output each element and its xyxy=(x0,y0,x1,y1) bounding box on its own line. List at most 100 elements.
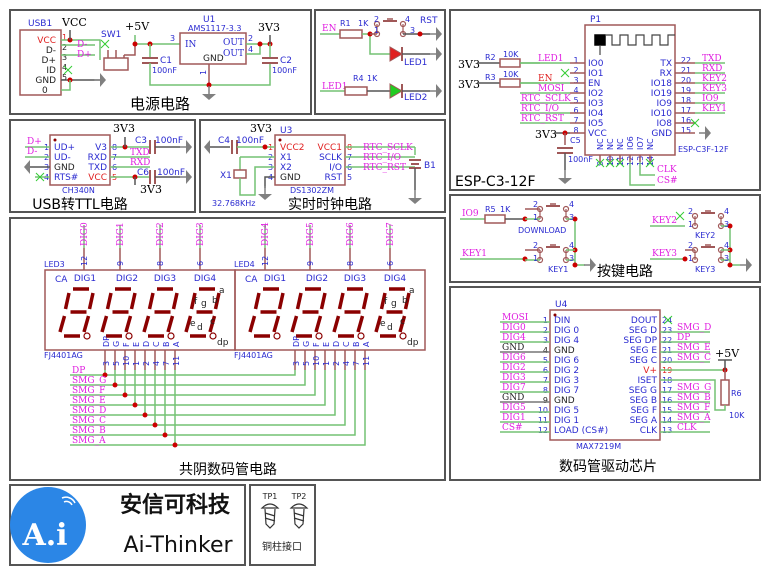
segment xyxy=(184,315,193,333)
c6-ref: C6 xyxy=(137,168,149,178)
crystal-frequency: 32.768KHz xyxy=(212,199,255,208)
r1-ref: R1 xyxy=(340,19,351,28)
usb-ref: USB1 xyxy=(28,19,52,29)
net-label: CS# xyxy=(502,423,523,433)
ca-label: CA xyxy=(245,275,258,285)
v33-label: 3V3 xyxy=(140,183,162,196)
pin-name: NC xyxy=(606,138,615,150)
net-label: RTC_I/O xyxy=(363,153,401,163)
led2-icon xyxy=(389,83,403,99)
pin-name: IO8 xyxy=(657,119,673,129)
pin-number: 15 xyxy=(681,126,691,135)
net-label: RTC_SCLK xyxy=(363,143,413,153)
seven-segment-module xyxy=(234,269,426,351)
pin-name: SEG A xyxy=(630,416,658,426)
pin-number: 8 xyxy=(573,126,578,135)
segment-label: a xyxy=(409,286,415,296)
resistor-icon xyxy=(499,78,521,88)
pin-name: RST xyxy=(325,173,343,183)
wire xyxy=(264,176,275,188)
antenna-feed xyxy=(594,34,606,46)
pin-name: B xyxy=(352,342,361,348)
usb-pin-name: D+ xyxy=(42,56,56,66)
pin-number: 1 xyxy=(62,33,67,42)
pin-number: 18 xyxy=(681,96,691,105)
segment xyxy=(63,292,71,310)
usb-pin-name: ID xyxy=(46,66,56,76)
pin-name: DIG 5 xyxy=(554,406,579,416)
junction-dot xyxy=(162,432,168,438)
segment-label: d xyxy=(387,323,393,333)
ground-icon xyxy=(204,140,210,154)
pin-name: SEG D xyxy=(629,326,657,336)
junction-dot xyxy=(122,392,128,398)
pin-number: 16 xyxy=(662,396,672,405)
ground-icon xyxy=(202,94,216,100)
screw-head-icon xyxy=(289,503,309,509)
segment xyxy=(171,292,179,310)
key3-label: KEY3 xyxy=(695,265,715,274)
wire xyxy=(70,370,306,386)
pin-number: 4 xyxy=(569,241,574,250)
net-label: SMG_F xyxy=(72,386,105,396)
pin-number: 21 xyxy=(662,346,672,355)
max7219-part: MAX7219M xyxy=(576,442,621,451)
junction-dot xyxy=(152,422,158,428)
c2-ref: C2 xyxy=(280,56,292,66)
net-label: TXD xyxy=(702,54,722,64)
pin-name: C xyxy=(152,341,161,347)
pin-number: 2 xyxy=(688,207,693,216)
slide-switch-icon xyxy=(103,57,129,71)
pin-name: SEG F xyxy=(631,406,657,416)
pin-name: RTS# xyxy=(54,173,78,183)
net-label: DIG6 xyxy=(346,222,356,246)
pin-number: 3 xyxy=(573,76,578,85)
pin-number: 1 xyxy=(533,213,538,222)
net-label: DIG1 xyxy=(116,222,126,246)
segment-label: e xyxy=(190,319,196,329)
switch-ref: SW1 xyxy=(101,30,121,40)
net-label: SMG_G xyxy=(72,376,106,386)
net-label: DIG3 xyxy=(502,373,526,383)
decimal-point xyxy=(357,332,365,340)
module-ref: LED4 xyxy=(234,260,255,269)
pin-number: 2 xyxy=(248,34,253,43)
net-label: TXD xyxy=(130,148,150,158)
pin-name: SEG B xyxy=(630,396,657,406)
decimal-point xyxy=(273,332,281,340)
ds1302-part: DS1302ZM xyxy=(290,186,334,195)
module-part: FJ4401AG xyxy=(234,351,273,360)
ground-icon xyxy=(558,178,572,184)
segment-label: f xyxy=(194,297,198,307)
esp-part: ESP-C3F-12F xyxy=(678,145,729,154)
segment xyxy=(166,315,175,333)
pin-name: DIG 3 xyxy=(554,376,579,386)
net-label: LED1 xyxy=(538,54,564,64)
net-label: SMG_E xyxy=(677,343,711,353)
pin-name: X1 xyxy=(280,153,292,163)
pin-name: F xyxy=(312,342,321,347)
pin-number: 16 xyxy=(681,116,691,125)
c3-ref: C3 xyxy=(135,136,147,146)
pin-number: 5 xyxy=(543,356,548,365)
segment-label: c xyxy=(210,317,215,327)
pin-number: 4 xyxy=(543,346,548,355)
wire xyxy=(70,370,336,416)
ground-icon xyxy=(24,160,30,174)
pin-name: GND xyxy=(651,129,672,139)
pin-number: 2 xyxy=(543,326,548,335)
pin-name: DOUT xyxy=(631,316,658,326)
net-label: DIG4 xyxy=(261,222,271,246)
pin-number: 3 xyxy=(62,53,67,62)
panel-title: USB转TTL电路 xyxy=(32,197,127,213)
pin-number: 17 xyxy=(662,386,672,395)
ground-icon xyxy=(590,258,596,272)
v33-label: 3V3 xyxy=(258,21,280,34)
segment-label: g xyxy=(391,299,397,309)
pin-name: IO3 xyxy=(588,99,603,109)
pin-number: 13 xyxy=(662,426,672,435)
pin-name: D xyxy=(142,341,151,347)
download-label: DOWNLOAD xyxy=(518,226,566,235)
pin-number: 4 xyxy=(248,45,253,54)
segment xyxy=(129,292,137,310)
